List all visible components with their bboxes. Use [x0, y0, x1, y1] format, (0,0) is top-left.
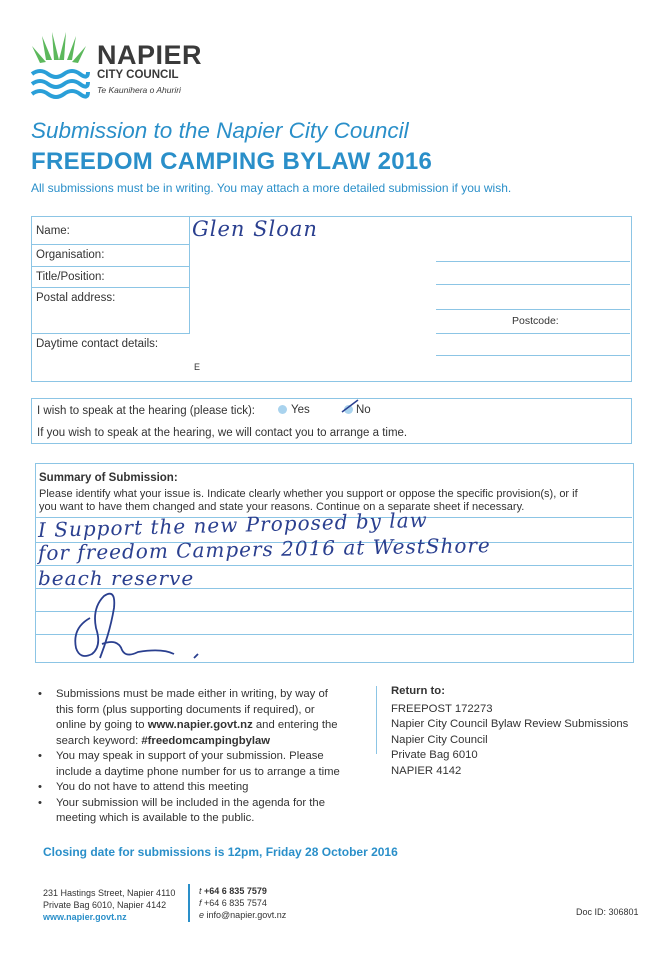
hearing-box [31, 398, 632, 444]
info-item: • Submissions must be made either in wri… [38, 688, 338, 747]
yes-radio[interactable] [278, 405, 287, 414]
page-title-line2: FREEDOM CAMPING BYLAW 2016 [31, 148, 433, 175]
footer-fax: +64 6 835 7574 [204, 898, 267, 908]
info-item: • You may speak in support of your submi… [38, 750, 340, 778]
footer-phone[interactable]: +64 6 835 7579 [204, 886, 267, 896]
search-keyword: #freedomcampingbylaw [141, 734, 271, 747]
footer-contact: t +64 6 835 7579 f +64 6 835 7574 e info… [199, 886, 287, 920]
name-field[interactable]: Glen Sloan [192, 217, 318, 241]
postal-address-label: Postal address: [36, 292, 116, 304]
title-position-label: Title/Position: [36, 271, 105, 283]
submission-text-line3[interactable]: beach reserve [38, 566, 195, 590]
return-line: Napier City Council [391, 733, 488, 746]
footer-address: 231 Hastings Street, Napier 4110 Private… [43, 888, 176, 922]
details-box [31, 216, 632, 382]
summary-instructions-1: Please identify what your issue is. Indi… [39, 488, 578, 500]
name-label: Name: [36, 225, 70, 237]
yes-label: Yes [291, 404, 310, 416]
logo-name: NAPIER [97, 40, 203, 70]
info-list: • Submissions must be made either in wri… [38, 687, 358, 827]
doc-id: Doc ID: 306801 [576, 907, 639, 917]
page-title-line1: Submission to the Napier City Council [31, 118, 409, 143]
no-label: No [356, 404, 371, 416]
summary-instructions-2: you want to have them changed and state … [39, 501, 525, 513]
organisation-label: Organisation: [36, 249, 105, 261]
postcode-label: Postcode: [512, 315, 559, 327]
logo-subtitle: CITY COUNCIL [97, 69, 179, 81]
return-to-heading: Return to: [391, 685, 445, 697]
return-line: NAPIER 4142 [391, 764, 462, 777]
footer-email[interactable]: info@napier.govt.nz [206, 910, 287, 920]
napier-logo-mark [30, 32, 90, 99]
return-line: FREEPOST 172273 [391, 702, 493, 715]
return-to-block: Return to: FREEPOST 172273 Napier City C… [391, 684, 628, 779]
website-link[interactable]: www.napier.govt.nz [147, 719, 253, 731]
info-item: • You do not have to attend this meeting [38, 781, 249, 793]
hearing-note: If you wish to speak at the hearing, we … [37, 427, 408, 439]
closing-date: Closing date for submissions is 12pm, Fr… [43, 845, 398, 859]
return-line: Napier City Council Bylaw Review Submiss… [391, 718, 629, 730]
page-subtitle: All submissions must be in writing. You … [31, 181, 512, 195]
signature-image [74, 592, 199, 659]
footer-website-link[interactable]: www.napier.govt.nz [43, 912, 127, 922]
no-radio[interactable] [344, 405, 353, 414]
logo-maori-name: Te Kaunihera o Ahuriri [97, 85, 181, 95]
summary-heading: Summary of Submission: [39, 472, 178, 484]
daytime-contact-label: Daytime contact details: [36, 338, 159, 350]
details-divider [189, 216, 190, 334]
summary-box [35, 463, 634, 663]
email-prefix: E [194, 362, 201, 372]
info-item: • Your submission will be included in th… [38, 796, 325, 825]
return-line: Private Bag 6010 [391, 749, 478, 761]
hearing-question: I wish to speak at the hearing (please t… [37, 405, 255, 417]
tick-mark-icon [341, 399, 359, 413]
